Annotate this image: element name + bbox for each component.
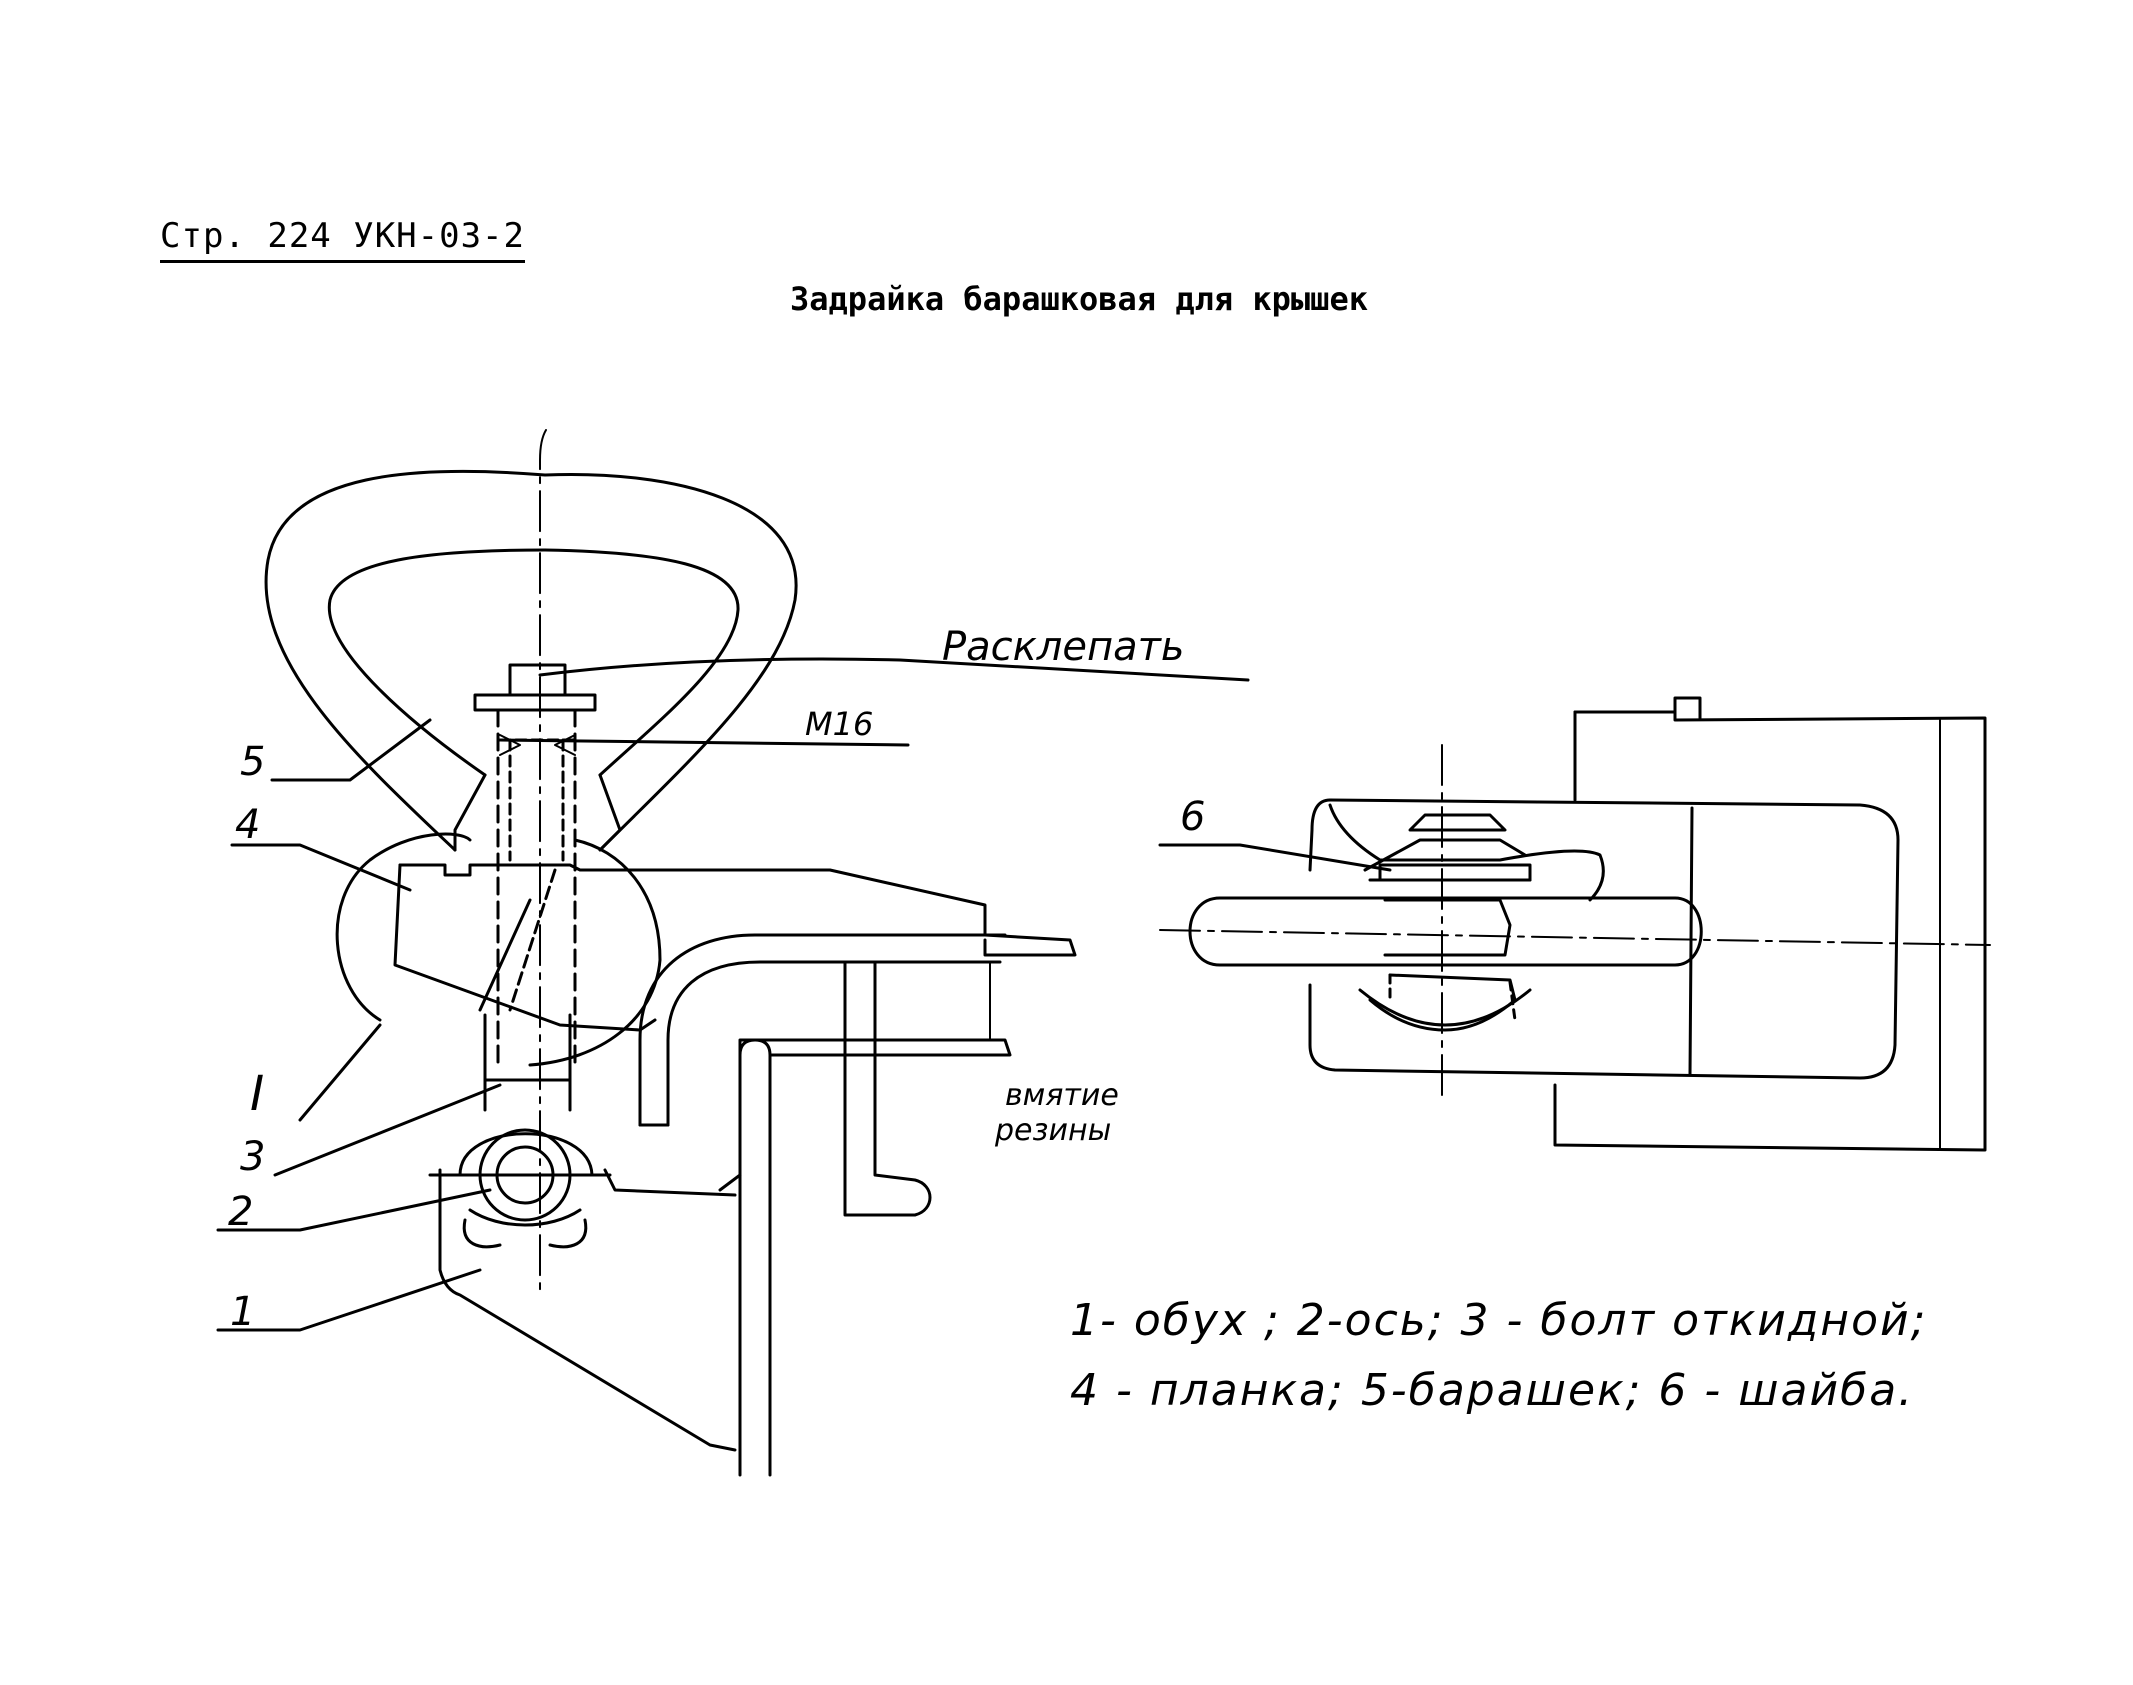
side-view: [216, 429, 1250, 1477]
wing-nut: [264, 469, 798, 852]
hatch-coaming: [738, 1038, 772, 1477]
leader-1: [216, 1268, 482, 1332]
coaming-block: [1553, 710, 1987, 1152]
position-1: 1: [230, 1289, 255, 1335]
leader-thread: [498, 738, 910, 747]
drawing-title: Задрайка барашковая для крышек: [790, 280, 1368, 318]
position-2: 2: [228, 1189, 253, 1235]
page-reference: Стр. 224 УКН-03-2: [160, 216, 525, 263]
cover-profile: [638, 933, 1007, 1127]
detail-mark-I: I: [250, 1066, 264, 1122]
leader-I: [298, 1023, 382, 1122]
position-5: 5: [240, 739, 265, 785]
lug: [438, 1168, 737, 1452]
position-4: 4: [235, 802, 260, 848]
leader-rivet: [538, 657, 1250, 682]
wing-nut-opening: [327, 548, 740, 777]
washer-6: [1378, 863, 1532, 882]
leader-5: [270, 718, 432, 782]
bolt-end: [508, 663, 567, 697]
clamp-plate: [398, 863, 1077, 957]
position-6: 6: [1180, 794, 1205, 840]
leader-2: [216, 1188, 492, 1232]
rubber-holder: [843, 960, 932, 1217]
annotations: Расклепать М16 вмятие резины 5 4 I 3 2 1…: [228, 624, 1927, 1416]
rubber-note-1: вмятие: [1005, 1078, 1119, 1113]
position-3: 3: [240, 1134, 265, 1180]
legend-line-1: 1- обух ; 2-ось; 3 - болт откидной;: [1070, 1295, 1927, 1346]
legend-line-2: 4 - планка; 5-барашек; 6 - шайба.: [1070, 1365, 1914, 1416]
centerline-vertical: [539, 429, 547, 1291]
leader-6: [1158, 843, 1392, 872]
frame: [1308, 798, 1900, 1080]
wing-nut-top: [1188, 896, 1703, 967]
thread-label: М16: [805, 705, 873, 743]
top-view: [1158, 696, 1991, 1152]
centerline-h: [1159, 929, 1991, 946]
rivet-note: Расклепать: [942, 624, 1185, 670]
rubber-note-2: резины: [994, 1113, 1111, 1148]
leader-4: [230, 843, 412, 892]
leader-3: [273, 1083, 502, 1177]
